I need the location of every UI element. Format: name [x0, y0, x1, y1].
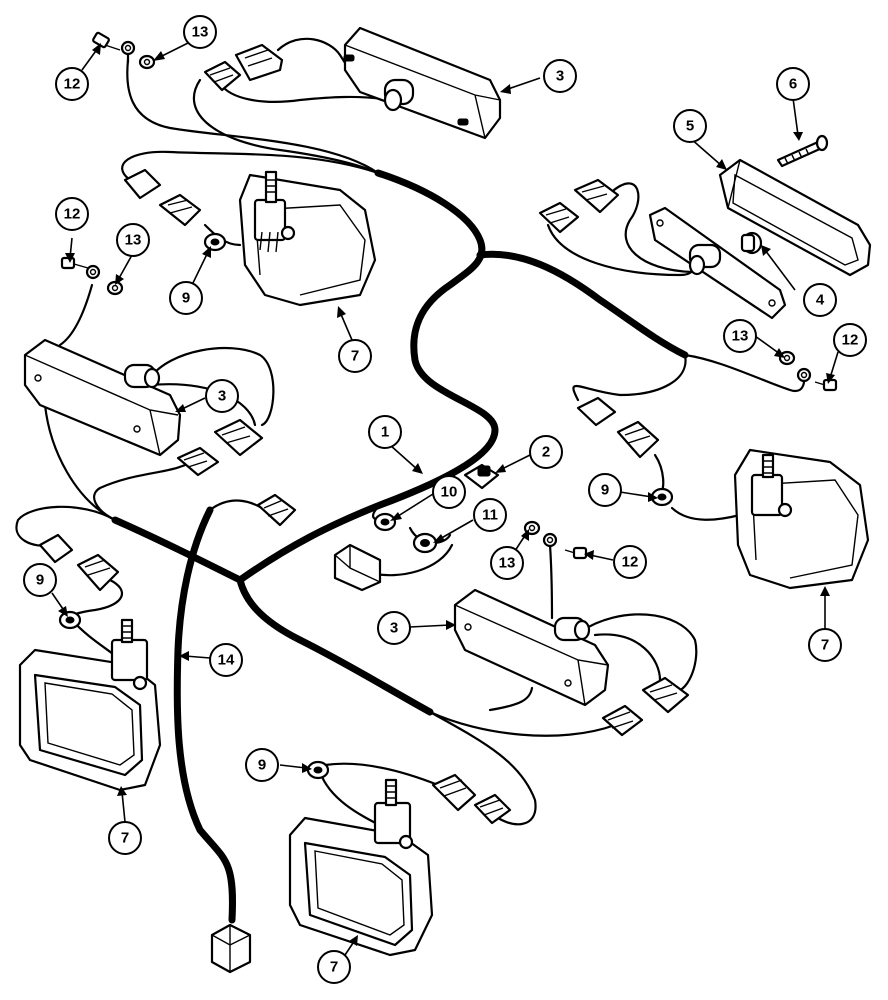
fastener-set-left	[60, 256, 124, 296]
callout-7-upper: 7	[338, 339, 372, 373]
lamp-base-plate	[648, 206, 787, 320]
callout-12-center: 12	[613, 545, 647, 579]
svg-text:9: 9	[36, 572, 44, 589]
svg-text:1: 1	[381, 424, 389, 441]
callout-14: 14	[209, 643, 243, 677]
callout-7-right: 7	[808, 628, 842, 662]
callout-2: 2	[529, 435, 563, 469]
callout-3-left: 3	[205, 379, 239, 413]
callout-11: 11	[473, 498, 507, 532]
clip-item-2	[463, 463, 500, 490]
connector-upper-pair	[123, 168, 202, 227]
callout-13-center: 13	[490, 546, 524, 580]
callout-5: 5	[673, 109, 707, 143]
svg-text:10: 10	[441, 484, 458, 501]
svg-text:11: 11	[482, 507, 498, 524]
callout-9-right: 9	[588, 473, 622, 507]
fastener-set-center-right	[523, 520, 588, 560]
screw-item-6	[776, 134, 829, 168]
svg-text:9: 9	[258, 757, 266, 774]
fastener-set-top-left	[92, 31, 156, 70]
work-lamp-left-lower	[18, 618, 162, 792]
svg-text:13: 13	[192, 24, 209, 41]
callout-4: 4	[803, 283, 837, 317]
fastener-set-right	[778, 350, 838, 392]
svg-text:3: 3	[556, 68, 564, 85]
callout-9-left-lower: 9	[23, 563, 57, 597]
callout-12-left: 12	[55, 197, 89, 231]
callout-3-top: 3	[543, 59, 577, 93]
svg-text:12: 12	[64, 206, 81, 223]
grommet-upper	[203, 232, 227, 252]
work-lamp-bottom	[288, 778, 434, 957]
svg-text:9: 9	[182, 290, 190, 307]
svg-text:12: 12	[842, 332, 859, 349]
connector-harness-branch	[256, 493, 297, 527]
svg-text:12: 12	[64, 76, 81, 93]
harness-end-connector	[210, 923, 252, 974]
grommet-right	[650, 487, 674, 507]
svg-text:3: 3	[390, 620, 398, 637]
svg-text:13: 13	[499, 555, 516, 572]
svg-text:3: 3	[218, 388, 226, 405]
callout-13-top: 13	[183, 15, 217, 49]
callout-9-bottom: 9	[245, 748, 279, 782]
svg-text:7: 7	[821, 637, 829, 654]
svg-text:13: 13	[732, 328, 749, 345]
connector-top-pair	[203, 43, 284, 92]
callout-6: 6	[776, 67, 810, 101]
callout-13-left: 13	[116, 223, 150, 257]
svg-text:7: 7	[330, 959, 338, 976]
callout-10: 10	[432, 475, 466, 509]
callout-3-center: 3	[377, 611, 411, 645]
callout-7-bottom: 7	[317, 950, 351, 984]
connector-right-lower-pair	[576, 396, 660, 459]
svg-text:9: 9	[601, 482, 609, 499]
grommet-item-11	[412, 532, 438, 554]
svg-text:14: 14	[218, 652, 235, 669]
callout-9-upper: 9	[169, 281, 203, 315]
grommet-item-10	[373, 512, 397, 532]
svg-text:6: 6	[789, 76, 797, 93]
work-lamp-upper	[238, 170, 377, 307]
connector-left-pair	[176, 418, 264, 477]
svg-text:4: 4	[816, 292, 825, 309]
svg-text:2: 2	[542, 444, 550, 461]
connector-right-pair	[538, 178, 620, 234]
rear-lamp-top	[343, 26, 502, 140]
connector-left-lower-pair	[38, 533, 120, 592]
connector-center-pair	[601, 676, 690, 737]
callout-12-right: 12	[833, 323, 867, 357]
rear-lamp-left	[23, 338, 182, 457]
callout-7-left-lower: 7	[108, 821, 142, 855]
grommet-left-lower	[58, 610, 82, 630]
callout-1: 1	[368, 415, 402, 449]
svg-text:5: 5	[686, 118, 694, 135]
socket-center	[333, 543, 382, 592]
svg-text:7: 7	[351, 348, 359, 365]
callout-13-right: 13	[723, 319, 757, 353]
svg-text:12: 12	[622, 554, 639, 571]
callout-12-top: 12	[55, 67, 89, 101]
lens-item-5	[718, 158, 872, 277]
connector-bottom-pair	[431, 773, 512, 825]
rear-lamp-center	[453, 588, 610, 707]
svg-text:7: 7	[121, 830, 129, 847]
bulb-item-4	[740, 231, 763, 255]
main-harness	[111, 169, 689, 924]
svg-text:13: 13	[125, 232, 142, 249]
work-lamp-right	[733, 448, 870, 590]
grommet-bottom	[306, 760, 330, 780]
